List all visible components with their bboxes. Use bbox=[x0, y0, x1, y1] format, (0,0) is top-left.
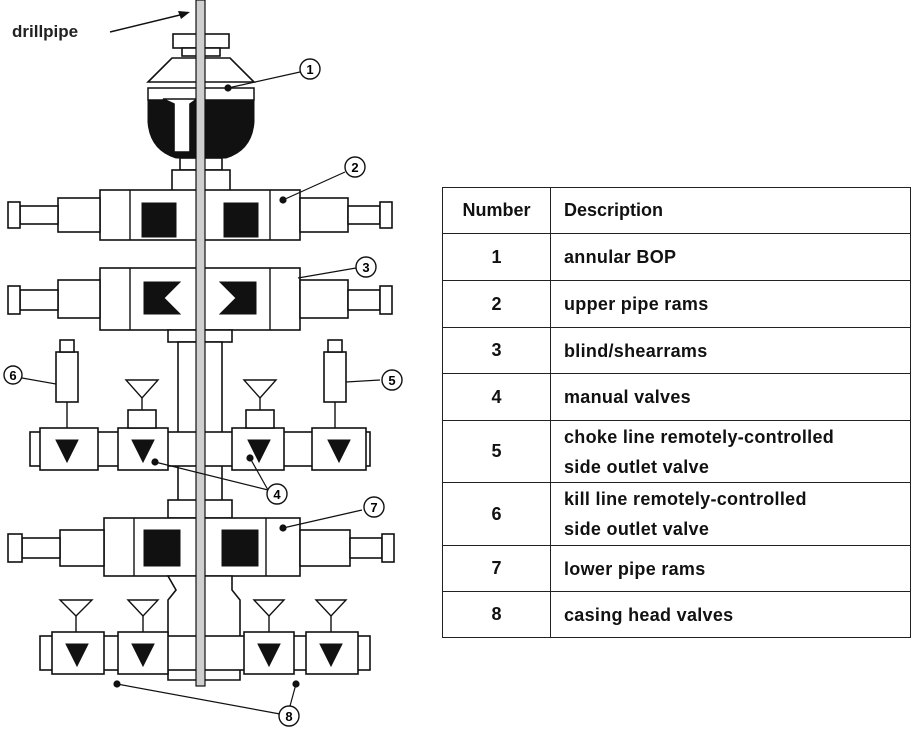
table-row: 1 annular BOP bbox=[442, 233, 911, 281]
description-line: blind/shearrams bbox=[564, 340, 708, 361]
row-number: 3 bbox=[442, 327, 551, 374]
callout-6: 6 bbox=[3, 365, 23, 385]
row-description: casing head valves bbox=[550, 591, 911, 638]
callout-2: 2 bbox=[344, 156, 366, 178]
description-line: annular BOP bbox=[564, 247, 677, 267]
bop-stack-diagram: drillpipe bbox=[3, 0, 403, 727]
row-description: lower pipe rams bbox=[550, 545, 911, 592]
row-number: 1 bbox=[442, 233, 551, 281]
table-row: 4 manual valves bbox=[442, 373, 911, 421]
svg-text:8: 8 bbox=[285, 709, 292, 724]
table-row: 7 lower pipe rams bbox=[442, 545, 911, 592]
description-line: choke line remotely-controlled bbox=[564, 426, 835, 447]
callout-5: 5 bbox=[381, 369, 403, 391]
number-column-header: Number bbox=[442, 187, 551, 234]
description-line: casing head valves bbox=[564, 604, 734, 625]
svg-text:7: 7 bbox=[370, 500, 377, 515]
callout-4: 4 bbox=[266, 483, 288, 505]
row-description: manual valves bbox=[550, 373, 911, 421]
callout-3: 3 bbox=[355, 256, 377, 278]
drillpipe-arrow bbox=[109, 11, 190, 33]
row-description: upper pipe rams bbox=[550, 280, 911, 328]
casing-head-valves bbox=[39, 575, 371, 681]
drillpipe-label: drillpipe bbox=[12, 22, 78, 41]
row-description: annular BOP bbox=[550, 233, 911, 281]
row-number: 6 bbox=[442, 482, 551, 546]
svg-text:4: 4 bbox=[273, 487, 281, 502]
row-number: 2 bbox=[442, 280, 551, 328]
row-number: 7 bbox=[442, 545, 551, 592]
description-line: upper pipe rams bbox=[564, 294, 709, 314]
row-number: 8 bbox=[442, 591, 551, 638]
description-line: kill line remotely-controlled bbox=[564, 489, 807, 509]
table-header-row: Number Description bbox=[442, 187, 911, 234]
callout-1: 1 bbox=[299, 58, 321, 80]
row-description: kill line remotely-controlled side outlet… bbox=[550, 482, 911, 546]
description-line: manual valves bbox=[564, 387, 691, 407]
description-line: side outlet valve bbox=[564, 456, 710, 477]
table-row: 3 blind/shearrams bbox=[442, 327, 911, 374]
svg-text:2: 2 bbox=[351, 160, 358, 175]
description-line: lower pipe rams bbox=[564, 558, 706, 579]
table-row: 5 choke line remotely-controlled side outl… bbox=[442, 420, 911, 483]
table-row: 6 kill line remotely-controlled side outle… bbox=[442, 482, 911, 546]
description-column-header: Description bbox=[550, 187, 911, 234]
callout-leaders bbox=[21, 71, 381, 715]
callout-7: 7 bbox=[363, 496, 385, 518]
svg-text:1: 1 bbox=[306, 62, 313, 77]
table-body: 1 annular BOP 2 upper pipe rams 3 blind/shear… bbox=[442, 233, 911, 638]
callout-8: 8 bbox=[278, 705, 300, 727]
drillpipe bbox=[195, 0, 206, 687]
row-description: blind/shearrams bbox=[550, 327, 911, 374]
table-row: 2 upper pipe rams bbox=[442, 280, 911, 328]
description-line: side outlet valve bbox=[564, 519, 710, 539]
svg-text:3: 3 bbox=[362, 260, 369, 275]
svg-text:5: 5 bbox=[388, 373, 395, 388]
svg-text:6: 6 bbox=[9, 368, 16, 383]
row-description: choke line remotely-controlled side outle… bbox=[550, 420, 911, 483]
row-number: 5 bbox=[442, 420, 551, 483]
legend-table: Number Description 1 annular BOP 2 upper pi… bbox=[442, 187, 911, 638]
row-number: 4 bbox=[442, 373, 551, 421]
table-row: 8 casing head valves bbox=[442, 591, 911, 638]
